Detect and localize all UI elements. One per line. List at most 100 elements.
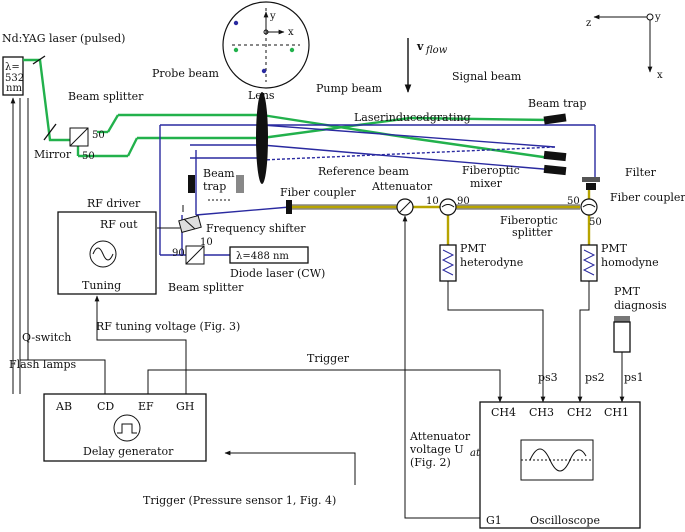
q-switch-label: Q-switch: [22, 331, 71, 344]
svg-text:90: 90: [172, 248, 185, 259]
svg-text:CH1: CH1: [604, 406, 629, 419]
probe-beam-paths: [159, 124, 596, 256]
axis-z-label: z: [586, 18, 591, 29]
svg-text:PMT: PMT: [614, 285, 641, 298]
trigger-bottom-label: Trigger (Pressure sensor 1, Fig. 4): [143, 494, 336, 507]
view-x-label: x: [288, 27, 294, 38]
svg-text:50: 50: [92, 130, 105, 141]
laser-title: Nd:YAG laser (pulsed): [2, 32, 125, 45]
flow-v-label: v: [416, 40, 424, 53]
beam-traps-right: [543, 113, 567, 176]
svg-text:at: at: [470, 448, 481, 459]
laser-unit: nm: [6, 83, 22, 94]
axis-x-label: x: [657, 70, 663, 81]
fiberoptic-mixer: 10 90: [426, 196, 470, 216]
svg-text:Attenuator: Attenuator: [409, 430, 471, 443]
svg-text:Fiberoptic: Fiberoptic: [462, 164, 520, 177]
signal-beam-label: Signal beam: [452, 70, 522, 83]
mirror-element: [43, 123, 57, 141]
fiber-coupler-right-label: Fiber coupler: [610, 191, 685, 204]
fiberoptic-splitter: 50 50: [567, 196, 602, 228]
beam-splitter-top-label: Beam splitter: [68, 90, 144, 103]
svg-text:mixer: mixer: [470, 177, 503, 190]
probe-beam-label: Probe beam: [152, 67, 219, 80]
svg-text:CH3: CH3: [529, 406, 554, 419]
flow-sub-label: flow: [425, 45, 448, 56]
svg-text:Oscilloscope: Oscilloscope: [530, 514, 600, 527]
grey-block: [236, 175, 244, 193]
svg-text:Fiberoptic: Fiberoptic: [500, 214, 558, 227]
beam-splitter-bottom: 90 10: [172, 237, 213, 265]
pump-beam-label: Pump beam: [316, 82, 383, 95]
probe-spot: [261, 68, 267, 74]
svg-text:50: 50: [589, 217, 602, 228]
svg-text:PMT: PMT: [460, 242, 487, 255]
svg-text:90: 90: [457, 196, 470, 207]
pump-beam-paths: [23, 58, 551, 160]
laser-wavelength: 532: [5, 73, 24, 84]
frequency-shifter: [178, 215, 202, 233]
svg-text:AB: AB: [55, 400, 72, 413]
filter-label: Filter: [625, 166, 657, 179]
beam-trap-left: [188, 175, 195, 193]
lens-label: Lens: [248, 89, 275, 102]
svg-text:splitter: splitter: [512, 226, 553, 239]
svg-text:G1: G1: [486, 514, 502, 527]
svg-text:CH4: CH4: [491, 406, 516, 419]
probe-spot: [233, 20, 239, 26]
pmt-homodyne: PMT homodyne: [580, 242, 659, 282]
svg-text:Tuning: Tuning: [82, 279, 121, 292]
diode-laser: λ=488 nm Diode laser (CW): [204, 246, 325, 280]
delay-generator: Delay generator AB CD EF GH: [43, 393, 207, 462]
svg-text:10: 10: [426, 196, 439, 207]
beam-splitter-top: 50 50: [69, 127, 105, 162]
svg-text:(Fig. 2): (Fig. 2): [410, 456, 451, 469]
svg-text:PMT: PMT: [601, 242, 628, 255]
axis-y-label: y: [654, 12, 661, 23]
beam-cross-section: y x: [222, 1, 310, 89]
beam-trap-right-label: Beam trap: [528, 97, 586, 110]
pump-spot: [233, 47, 239, 53]
svg-text:ps1: ps1: [624, 371, 644, 384]
svg-text:10: 10: [200, 237, 213, 248]
attenuator: [396, 198, 414, 216]
svg-text:trap: trap: [203, 180, 226, 193]
fiber-coupler-mid-label: Fiber coupler: [280, 186, 356, 199]
labels: Probe beam Pump beam Signal beam Beam sp…: [9, 67, 685, 507]
svg-text:voltage U: voltage U: [409, 443, 464, 456]
svg-text:heterodyne: heterodyne: [460, 256, 523, 269]
svg-text:50: 50: [82, 151, 95, 162]
svg-text:ps2: ps2: [585, 371, 605, 384]
svg-text:Delay generator: Delay generator: [83, 445, 174, 458]
mirror-label: Mirror: [34, 148, 72, 161]
coordinate-axes: y z x: [586, 12, 663, 81]
diode-laser-label: Diode laser (CW): [230, 267, 325, 280]
svg-text:RF driver: RF driver: [87, 197, 141, 210]
oscilloscope: CH4 CH3 CH2 CH1 Oscilloscope G1: [479, 401, 641, 529]
diode-lambda: λ=488 nm: [236, 251, 289, 262]
flow-arrow: v flow: [404, 38, 448, 93]
svg-text:diagnosis: diagnosis: [614, 299, 667, 312]
trigger-top-label: Trigger: [307, 352, 350, 365]
rf-driver: RF driver RF out Tuning: [57, 197, 157, 295]
rf-tuning-voltage-label: RF tuning voltage (Fig. 3): [96, 320, 240, 333]
beam-splitter-bottom-label: Beam splitter: [168, 281, 244, 294]
attenuator-label: Attenuator: [371, 180, 433, 193]
frequency-shifter-label: Frequency shifter: [206, 222, 306, 235]
flash-lamps-label: Flash lamps: [9, 358, 76, 371]
fiber-paths: [292, 190, 591, 245]
lens: [256, 92, 268, 184]
svg-text:EF: EF: [138, 400, 154, 413]
svg-text:ps3: ps3: [538, 371, 558, 384]
pump-spot: [289, 47, 295, 53]
svg-text:CH2: CH2: [567, 406, 592, 419]
pmt-heterodyne: PMT heterodyne: [439, 242, 523, 282]
fiber-coupler-right: [582, 177, 600, 190]
pmt-diagnosis: PMT diagnosis: [613, 285, 667, 353]
laser-lambda: λ=: [5, 62, 20, 73]
ndyag-laser: Nd:YAG laser (pulsed) λ= 532 nm: [2, 32, 125, 96]
svg-text:CD: CD: [97, 400, 114, 413]
svg-text:Beam: Beam: [203, 167, 235, 180]
svg-text:homodyne: homodyne: [601, 256, 659, 269]
